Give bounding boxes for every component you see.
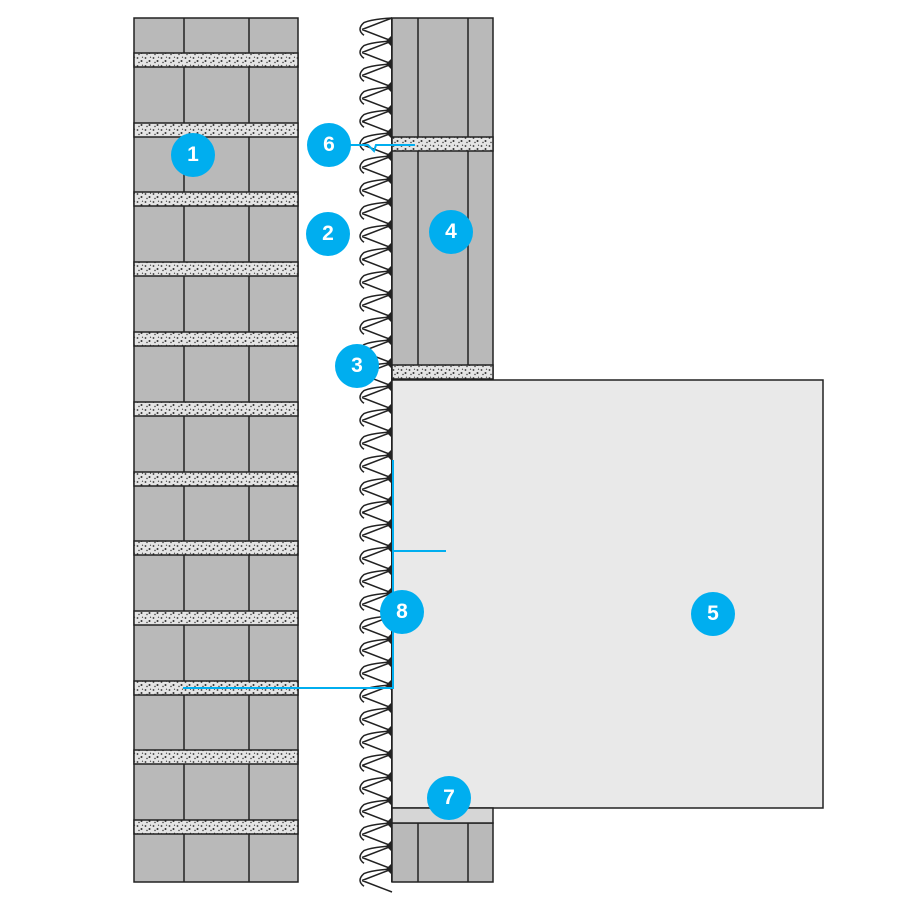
leader-6 — [330, 144, 415, 153]
label-2-cavity: 2 — [306, 212, 350, 256]
mortar-joint — [133, 401, 299, 417]
brick-wall-body — [133, 17, 299, 883]
mortar-joint — [133, 819, 299, 835]
label-6-wall-tie: 6 — [307, 123, 351, 167]
mortar-joint — [133, 122, 299, 138]
label-1-outer-brick: 1 — [171, 133, 215, 177]
label-4-inner-wall: 4 — [429, 210, 473, 254]
label-8-connector: 8 — [380, 590, 424, 634]
mortar-joint — [133, 471, 299, 487]
inner-block-wall — [391, 17, 494, 883]
mortar-joint — [133, 540, 299, 556]
mortar-joint — [133, 191, 299, 207]
lower-block — [391, 822, 494, 883]
leader-8 — [183, 460, 446, 689]
outer-brick-wall — [133, 17, 299, 883]
mortar-joint — [133, 331, 299, 347]
leader-lines — [183, 144, 446, 689]
mortar-joint — [133, 261, 299, 277]
floor-slab — [391, 379, 824, 809]
mortar-joint — [391, 364, 494, 380]
mortar-joint — [133, 52, 299, 68]
inner-block-body — [391, 17, 494, 381]
label-7-bearing: 7 — [427, 776, 471, 820]
insulation-layer — [359, 17, 393, 893]
label-5-slab: 5 — [691, 592, 735, 636]
mortar-joint — [133, 749, 299, 765]
label-3-insulation: 3 — [335, 344, 379, 388]
mortar-joint — [133, 610, 299, 626]
